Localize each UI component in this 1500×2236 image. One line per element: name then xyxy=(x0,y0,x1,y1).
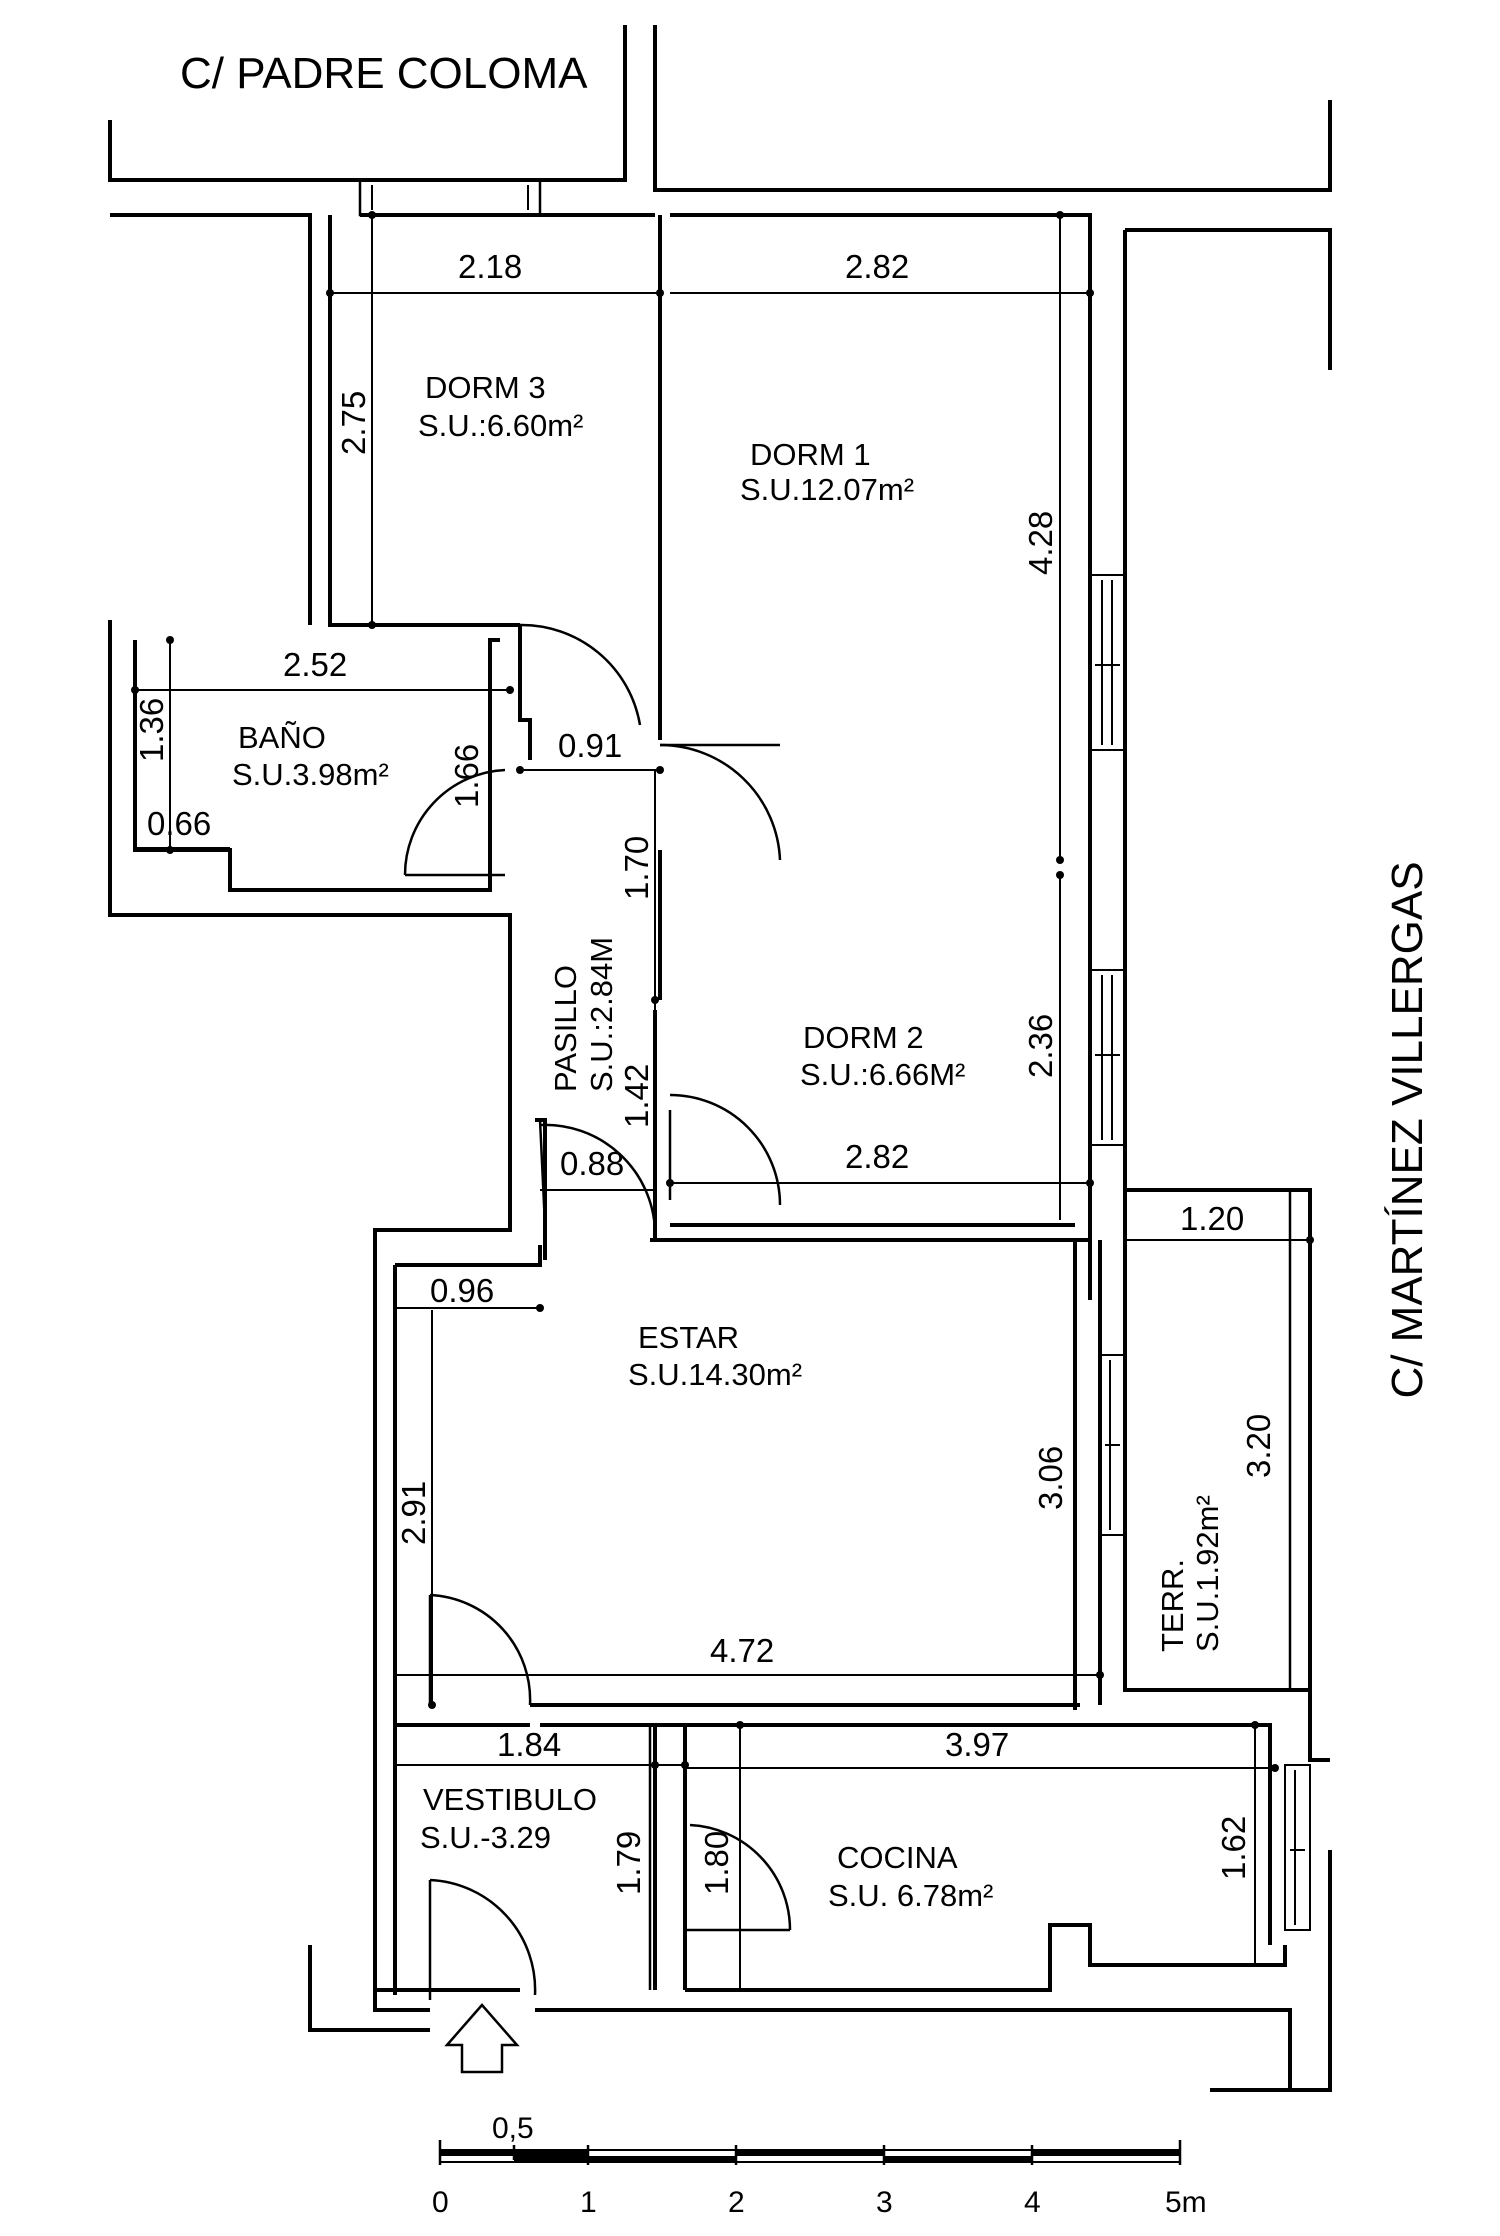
dim-terr-width: 1.20 xyxy=(1180,1200,1244,1237)
room-name-cocina: COCINA xyxy=(837,1840,958,1875)
room-area-pasillo: S.U.:2.84M xyxy=(584,937,619,1092)
dim-vest-width: 1.84 xyxy=(497,1726,561,1763)
scale-label-2: 2 xyxy=(728,2186,745,2219)
dim-cocina-left: 1.80 xyxy=(698,1831,735,1895)
dim-bano-small: 0.66 xyxy=(147,805,211,842)
east-windows xyxy=(1089,574,1311,1931)
scale-label-1: 1 xyxy=(580,2186,597,2219)
dim-cocina-depth: 1.62 xyxy=(1215,1816,1252,1880)
dim-cocina-width: 3.97 xyxy=(945,1726,1009,1763)
scale-label-0: 0 xyxy=(432,2186,449,2219)
room-area-terraza: S.U.1.92m² xyxy=(1190,1495,1225,1652)
room-area-cocina: S.U. 6.78m² xyxy=(828,1878,993,1913)
room-name-dorm1: DORM 1 xyxy=(750,437,871,472)
dim-dorm3-depth: 2.75 xyxy=(335,391,372,455)
dim-estar-notch: 0.96 xyxy=(430,1272,494,1309)
dim-estar-left: 2.91 xyxy=(395,1481,432,1545)
room-name-terraza: TERR. xyxy=(1155,1559,1190,1652)
dim-dorm2-depth: 2.36 xyxy=(1022,1014,1059,1078)
dim-bano-width: 2.52 xyxy=(283,646,347,683)
dim-dorm1-depth: 4.28 xyxy=(1022,511,1059,575)
room-area-bano: S.U.3.98m² xyxy=(232,757,389,792)
room-area-dorm3: S.U.:6.60m² xyxy=(418,408,583,443)
dim-pasillo-length-1: 1.70 xyxy=(618,836,655,900)
scale-bar xyxy=(438,2140,1182,2165)
scale-label-3: 3 xyxy=(876,2186,893,2219)
dim-pasillo-length-2: 1.42 xyxy=(618,1064,655,1128)
room-area-vestibulo: S.U.-3.29 xyxy=(420,1820,551,1855)
room-name-dorm3: DORM 3 xyxy=(425,370,546,405)
dim-dorm3-width: 2.18 xyxy=(458,248,522,285)
street-label-east: C/ MARTÍNEZ VILLERGAS xyxy=(1383,861,1432,1398)
room-area-dorm1: S.U.12.07m² xyxy=(740,472,914,507)
outer-walls xyxy=(108,178,1330,2090)
scale-label-half: 0,5 xyxy=(492,2112,534,2145)
scale-label-4: 4 xyxy=(1024,2186,1041,2219)
dim-pasillo-top: 0.91 xyxy=(558,727,622,764)
dim-pasillo-bottom: 0.88 xyxy=(560,1145,624,1182)
entrance-arrow xyxy=(444,2003,520,2074)
dim-dorm1-width: 2.82 xyxy=(845,248,909,285)
dim-dorm2-width: 2.82 xyxy=(845,1138,909,1175)
doors xyxy=(403,623,792,2000)
room-area-dorm2: S.U.:6.66M² xyxy=(800,1057,965,1092)
dim-vest-depth: 1.79 xyxy=(610,1831,647,1895)
room-name-dorm2: DORM 2 xyxy=(803,1020,924,1055)
street-label-north: C/ PADRE COLOMA xyxy=(180,49,588,98)
dimension-lines xyxy=(131,211,1314,1990)
room-name-bano: BAÑO xyxy=(238,720,326,755)
surroundings xyxy=(108,25,1332,2092)
dim-terr-depth: 3.20 xyxy=(1240,1414,1277,1478)
room-name-vestibulo: VESTIBULO xyxy=(423,1782,597,1817)
dim-bano-right: 1.66 xyxy=(448,744,485,808)
scale-label-5: 5m xyxy=(1165,2186,1207,2219)
room-name-pasillo: PASILLO xyxy=(548,965,583,1092)
window-north xyxy=(358,178,542,217)
room-name-estar: ESTAR xyxy=(638,1320,739,1355)
dim-estar-right: 3.06 xyxy=(1032,1446,1069,1510)
room-area-estar: S.U.14.30m² xyxy=(628,1357,802,1392)
dim-estar-width: 4.72 xyxy=(710,1632,774,1669)
dim-bano-left: 1.36 xyxy=(133,698,170,762)
